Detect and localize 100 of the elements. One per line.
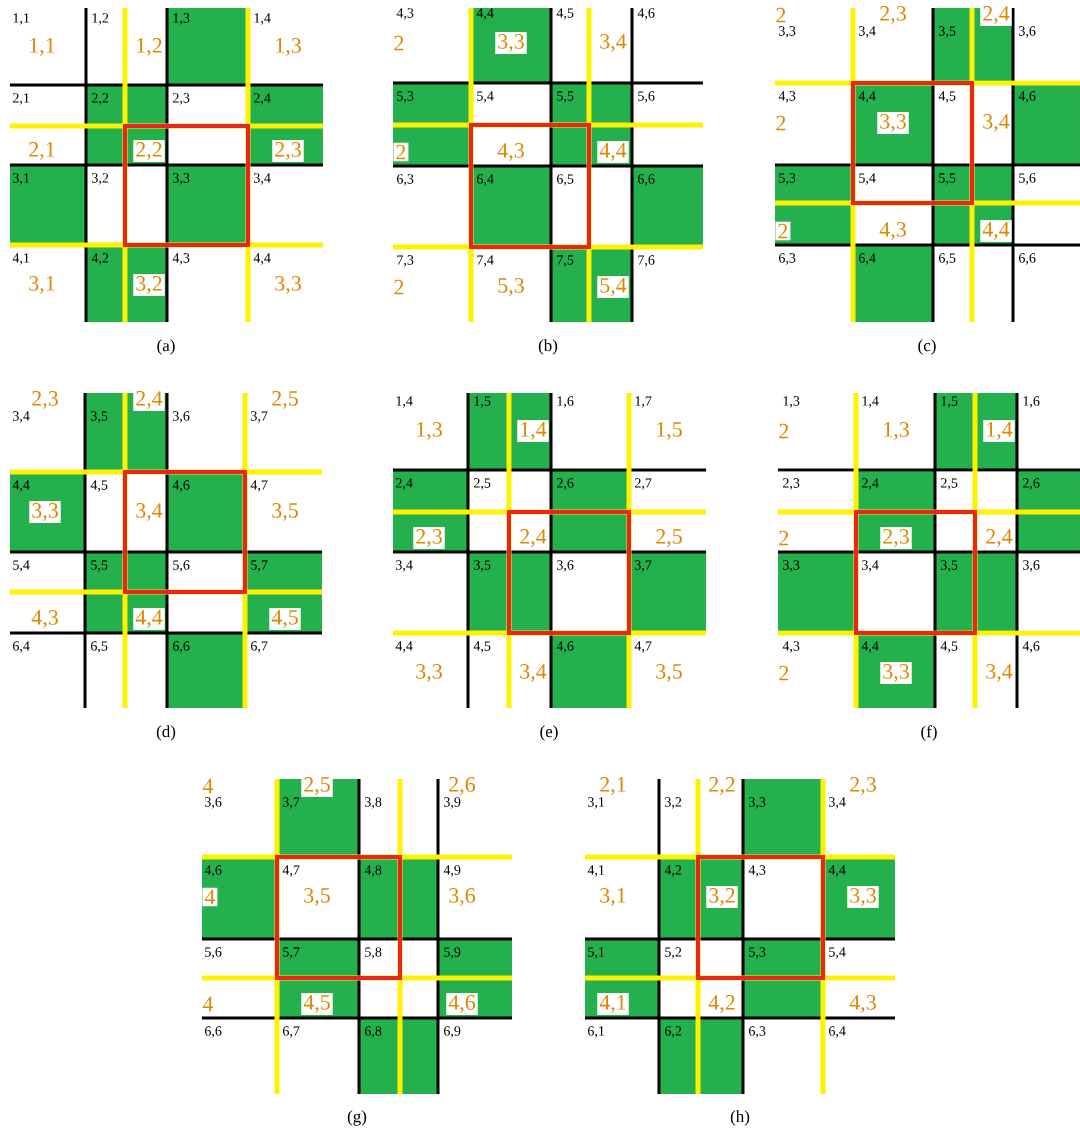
cell-label: 1,5: [474, 396, 491, 408]
cell-label: 3,4: [13, 411, 30, 423]
cell-label: 4,7: [250, 480, 268, 492]
block-label: 1,3: [417, 422, 442, 440]
cell-label: 3,5: [941, 560, 958, 572]
cell-label: 5,5: [939, 173, 956, 185]
cell-label: 1,6: [1023, 396, 1040, 408]
cell-label: 4,3: [778, 91, 796, 103]
panel-caption: (b): [538, 339, 558, 355]
block-label: 3,1: [29, 276, 55, 294]
cell-label: 6,5: [91, 641, 108, 653]
cell-label: 2,6: [1023, 478, 1040, 490]
cell-label: 1,4: [254, 13, 271, 25]
cell-label: 4,7: [634, 641, 652, 653]
cell-label: 6,3: [749, 1026, 766, 1038]
block-label: 2,6: [449, 777, 476, 795]
block-label: 2,1: [600, 777, 626, 795]
block-label: 2,3: [880, 527, 912, 549]
cell-label: 3,2: [92, 173, 109, 185]
block-label: 4,3: [879, 222, 906, 240]
cell-label: 4,3: [172, 253, 190, 265]
cell-label: 4,6: [172, 480, 190, 492]
block-label: 3,3: [29, 501, 61, 523]
cell-label: 4,4: [253, 253, 271, 265]
block-label: 4: [202, 996, 214, 1012]
cell-label: 6,4: [829, 1026, 846, 1038]
block-label: 2,4: [980, 4, 1012, 26]
cell-label: 5,7: [283, 947, 300, 959]
cell-label: 4,5: [938, 91, 956, 103]
cell-label: 2,6: [557, 478, 574, 490]
block-label: 2: [779, 423, 789, 439]
cell-label: 3,3: [749, 797, 766, 809]
block-label: 3,3: [847, 886, 879, 908]
cell-label: 4,1: [12, 253, 30, 265]
cell-label: 4,3: [782, 641, 800, 653]
block-label: 2,3: [32, 391, 58, 409]
cell-label: 4,6: [637, 8, 655, 20]
cell-label: 4,6: [1018, 91, 1036, 103]
block-label: 3,3: [275, 276, 301, 294]
cell-label: 3,4: [862, 560, 879, 572]
cell-label: 2,1: [13, 93, 30, 105]
cell-label: 3,6: [1019, 26, 1036, 38]
cell-label: 5,6: [205, 947, 222, 959]
block-label: 2: [776, 115, 786, 131]
cell-label: 1,7: [635, 396, 652, 408]
cell-label: 3,7: [283, 797, 300, 809]
cell-label: 3,7: [635, 560, 652, 572]
cell-label: 6,5: [939, 253, 956, 265]
block-label: 4: [202, 778, 214, 794]
cell-label: 3,6: [1023, 560, 1040, 572]
panel-caption: (e): [540, 725, 558, 741]
cell-label: 5,4: [829, 947, 846, 959]
cell-label: 3,6: [173, 411, 190, 423]
panel-caption: (f): [921, 725, 937, 741]
cell-label: 3,1: [13, 173, 30, 185]
cell-label: 2,4: [396, 478, 413, 490]
cell-label: 5,3: [397, 91, 414, 103]
cell-label: 5,5: [91, 560, 108, 572]
cell-label: 4,2: [91, 253, 109, 265]
cell-label: 3,2: [665, 797, 682, 809]
block-label: 2,3: [413, 527, 445, 549]
cell-label: 6,9: [444, 1026, 461, 1038]
cell-label: 4,4: [12, 480, 30, 492]
block-label: 3,1: [600, 888, 626, 906]
block-label: 4,2: [708, 995, 735, 1013]
cell-label: 2,4: [254, 93, 271, 105]
block-label: 3,3: [416, 664, 442, 682]
block-label: 3,5: [656, 664, 682, 682]
block-label: 2,4: [133, 389, 165, 411]
block-label: 2: [779, 665, 789, 681]
block-label: 4,5: [301, 993, 333, 1015]
cell-label: 5,7: [251, 560, 268, 572]
cell-label: 2,3: [783, 478, 800, 490]
cell-label: 4,8: [364, 865, 382, 877]
cell-label: 4,9: [443, 865, 461, 877]
cell-label: 3,1: [588, 797, 605, 809]
cell-label: 4,4: [861, 641, 879, 653]
cell-label: 4,5: [940, 641, 958, 653]
panel-caption: (g): [347, 1110, 367, 1126]
cell-label: 1,4: [396, 396, 413, 408]
cell-label: 3,5: [474, 560, 491, 572]
cell-label: 2,5: [941, 478, 958, 490]
cell-label: 7,4: [477, 255, 494, 267]
block-label: 2,5: [656, 529, 682, 547]
block-label: 2,2: [709, 777, 735, 795]
block-label: 1,4: [983, 420, 1015, 442]
cell-label: 5,8: [365, 947, 382, 959]
block-label: 2: [394, 35, 404, 51]
block-label: 4,3: [849, 995, 876, 1013]
cell-label: 4,3: [396, 8, 414, 20]
block-label: 5,4: [597, 276, 629, 298]
cell-label: 6,6: [173, 641, 190, 653]
cell-label: 6,1: [588, 1026, 605, 1038]
block-label: 2,2: [133, 140, 165, 162]
block-label: 3,4: [600, 34, 627, 52]
cell-label: 5,5: [557, 91, 574, 103]
block-label: 4,3: [497, 143, 524, 161]
cell-label: 5,3: [779, 173, 796, 185]
cell-label: 3,4: [254, 173, 271, 185]
block-label: 4,3: [31, 610, 58, 628]
